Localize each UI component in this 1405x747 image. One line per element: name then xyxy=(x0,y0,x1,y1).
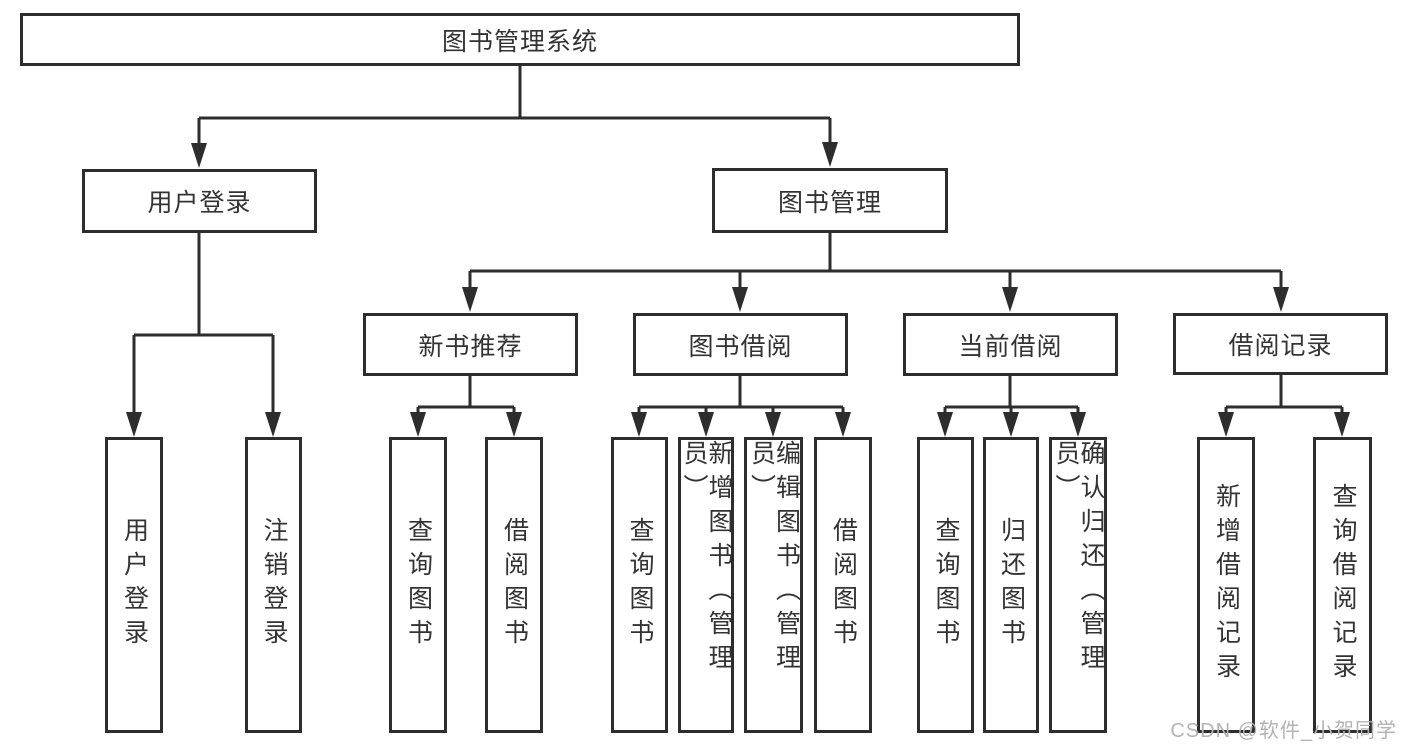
node-root-system: 图书管理系统 xyxy=(20,13,1020,66)
leaf-edit-book-admin: 编辑图书（管理员） xyxy=(744,437,803,733)
node-label: 新增借阅记录 xyxy=(1212,483,1241,687)
leaf-add-book-admin: 新增图书（管理员） xyxy=(678,437,734,733)
node-label: 借阅图书 xyxy=(500,517,529,653)
leaf-user-login: 用户登录 xyxy=(105,437,163,733)
node-label: 查询图书 xyxy=(626,517,654,653)
node-label: 归还图书 xyxy=(997,517,1026,653)
node-book-borrow: 图书借阅 xyxy=(633,313,848,376)
node-label: 查询借阅记录 xyxy=(1329,483,1357,687)
leaf-borrow-book: 借阅图书 xyxy=(814,437,872,733)
node-borrow-record: 借阅记录 xyxy=(1173,313,1388,375)
node-label: 查询图书 xyxy=(404,517,433,653)
leaf-return-book: 归还图书 xyxy=(983,437,1039,733)
leaf-add-borrow-record: 新增借阅记录 xyxy=(1197,437,1255,733)
node-label: 当前借阅 xyxy=(958,332,1063,361)
leaf-query-book: 查询图书 xyxy=(611,437,668,733)
node-label: 新增图书（管理员） xyxy=(680,440,733,678)
node-label: 借阅图书 xyxy=(829,517,858,653)
node-current-borrow: 当前借阅 xyxy=(903,313,1118,376)
node-label: 编辑图书（管理员） xyxy=(747,440,801,678)
leaf-query-borrow-record: 查询借阅记录 xyxy=(1313,437,1372,733)
node-new-book-recommend: 新书推荐 xyxy=(363,313,578,376)
csdn-watermark: CSDN @软件_小贺同学 xyxy=(1170,720,1397,742)
node-label: 注销登录 xyxy=(260,517,288,653)
node-label: 确认归还（管理员） xyxy=(1052,440,1105,678)
node-label: 新书推荐 xyxy=(418,332,523,361)
leaf-borrow-book: 借阅图书 xyxy=(485,437,543,733)
node-label: 用户登录 xyxy=(120,517,149,653)
leaf-query-book: 查询图书 xyxy=(917,437,974,733)
node-label: 图书管理系统 xyxy=(441,27,598,56)
leaf-logout: 注销登录 xyxy=(245,437,302,733)
node-label: 用户登录 xyxy=(147,189,252,217)
node-label: 借阅记录 xyxy=(1228,332,1333,360)
leaf-confirm-return-admin: 确认归还（管理员） xyxy=(1049,437,1107,733)
node-label: 查询图书 xyxy=(932,517,960,653)
leaf-query-book: 查询图书 xyxy=(389,437,447,733)
node-label: 图书借阅 xyxy=(688,332,793,361)
node-user-login: 用户登录 xyxy=(82,169,317,233)
node-label: 图书管理 xyxy=(777,188,882,217)
node-book-management: 图书管理 xyxy=(712,168,948,233)
